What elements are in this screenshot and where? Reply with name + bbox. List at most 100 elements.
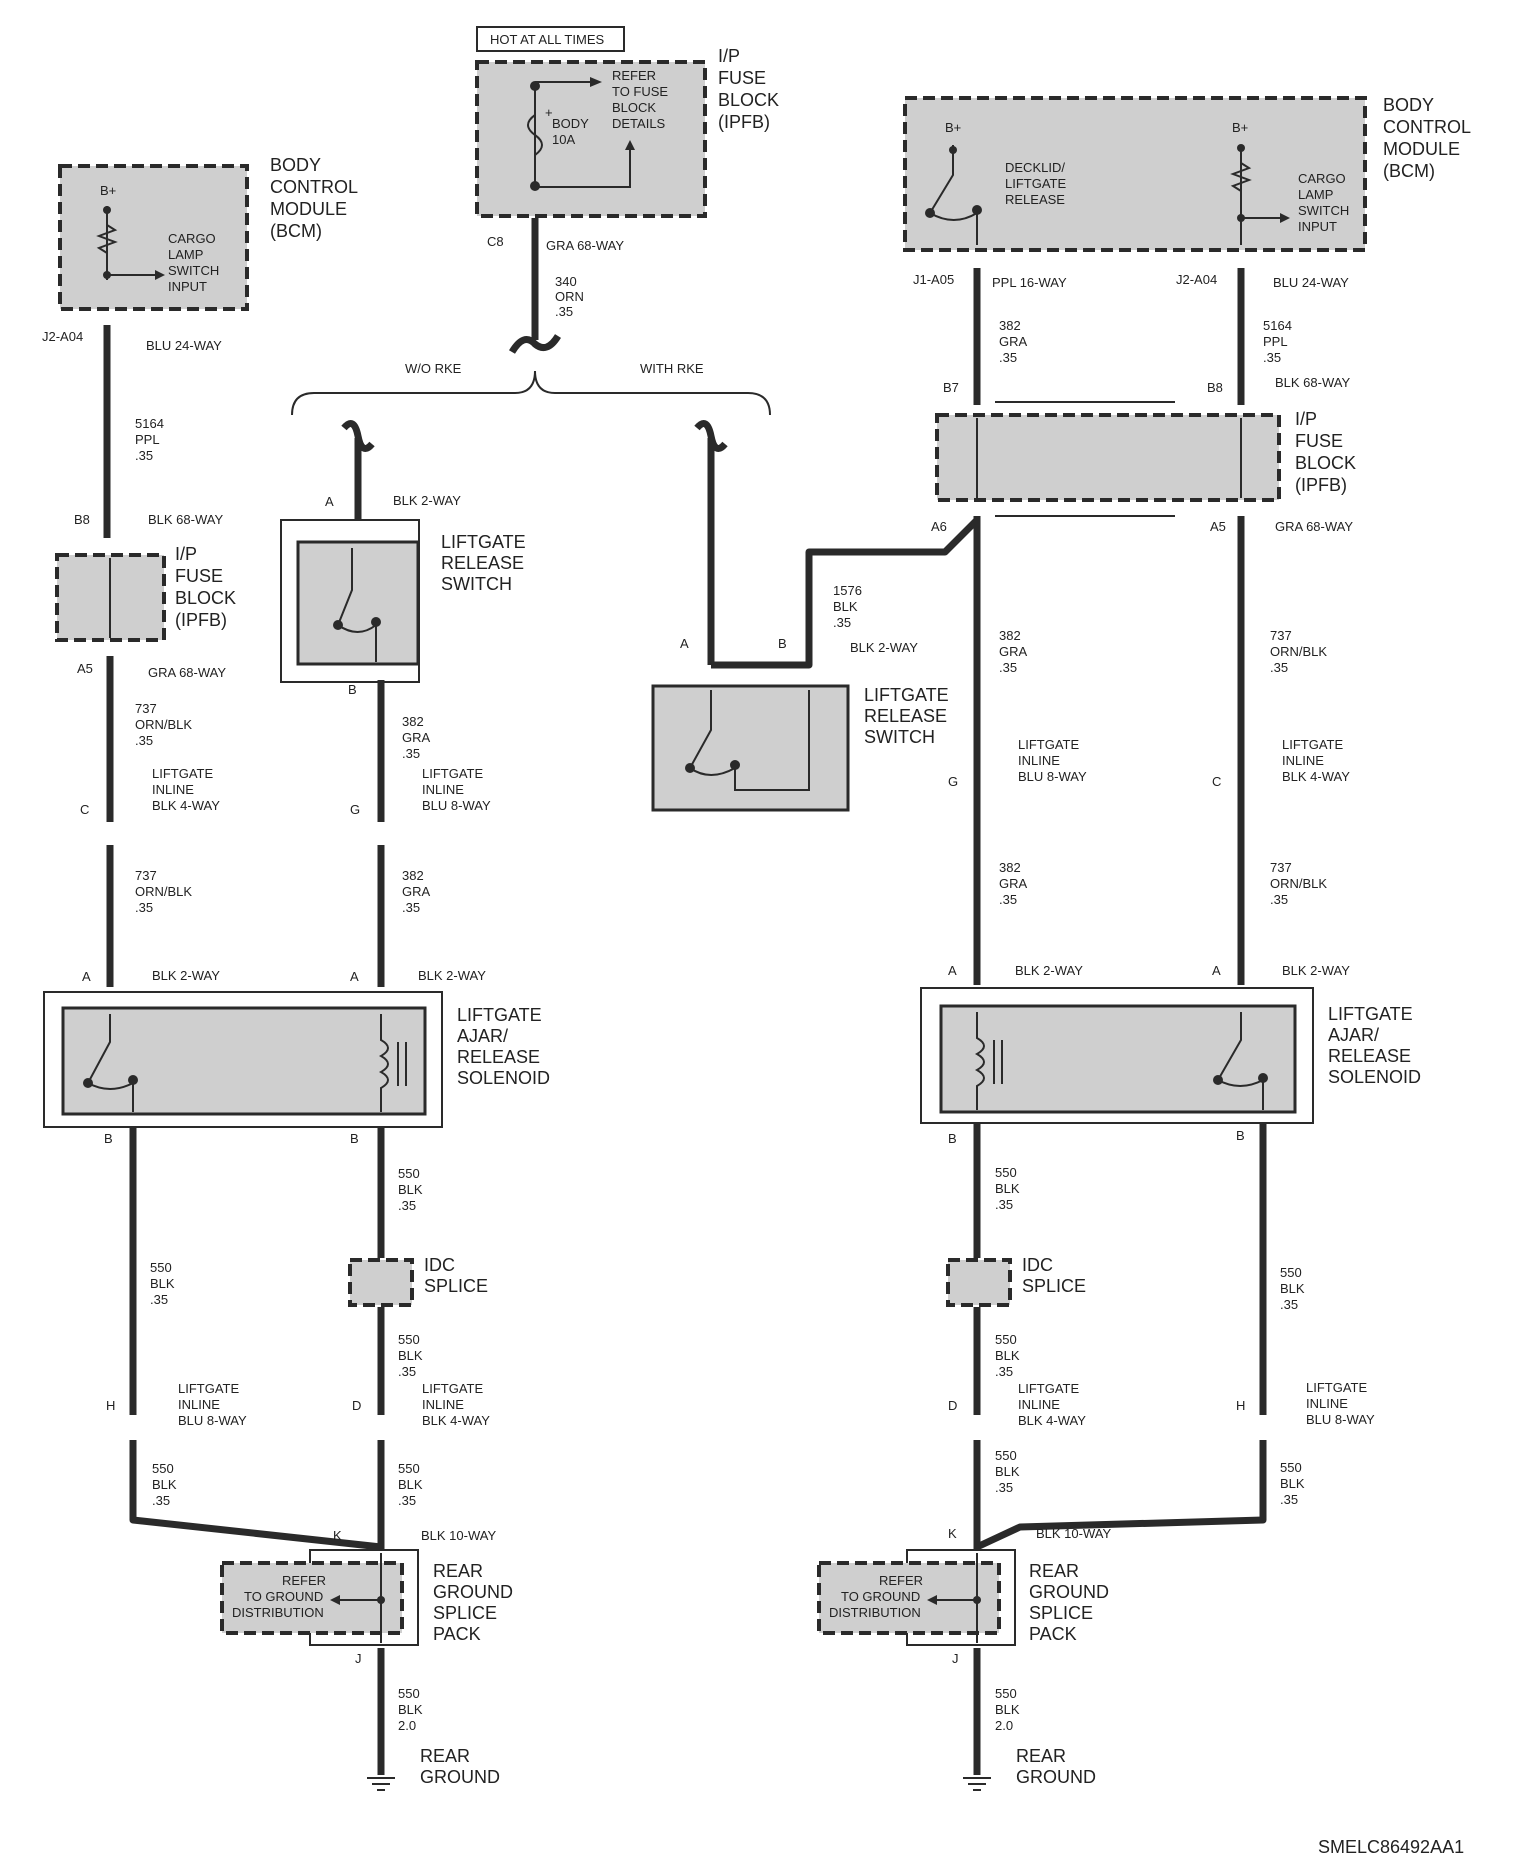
right-inline1-2: INLINE: [1018, 753, 1060, 768]
mid-550a-num: 550: [398, 1166, 420, 1181]
fuse-body: BODY: [552, 116, 589, 131]
right-550g-num: 550: [995, 1686, 1017, 1701]
right-737a-num: 737: [1270, 628, 1292, 643]
right-splice-4: PACK: [1029, 1624, 1077, 1644]
left-sol-name-3: RELEASE: [457, 1047, 540, 1067]
mid-inline1-3: BLU 8-WAY: [422, 798, 491, 813]
left-blk68: BLK 68-WAY: [148, 512, 223, 527]
bcm-right-decklid-2: LIFTGATE: [1005, 176, 1066, 191]
fuse-amps: 10A: [552, 132, 575, 147]
left-rear-ground-1: REAR: [420, 1746, 470, 1766]
bcm-right-bplus-2: B+: [1232, 120, 1248, 135]
mid-inline2-1: LIFTGATE: [422, 1381, 483, 1396]
mid-idc-1: IDC: [424, 1255, 455, 1275]
right-pin-g: G: [948, 774, 958, 789]
w340-num: 340: [555, 274, 577, 289]
mid-pin-d: D: [352, 1398, 361, 1413]
left-switch-body: [296, 540, 420, 666]
right-inline1b-1: LIFTGATE: [1282, 737, 1343, 752]
left-switch-name-1: LIFTGATE: [441, 532, 526, 552]
mid-550b-num: 550: [398, 1332, 420, 1347]
w340-size: .35: [555, 304, 573, 319]
bcm-right-name-3: MODULE: [1383, 139, 1460, 159]
top-fuse-refer-1: REFER: [612, 68, 656, 83]
right-inline2b-2: INLINE: [1306, 1396, 1348, 1411]
mid-382a-size: .35: [402, 746, 420, 761]
left-rear-ground-2: GROUND: [420, 1767, 500, 1787]
right-inline2b-3: BLU 8-WAY: [1306, 1412, 1375, 1427]
top-ipfb-2: FUSE: [718, 68, 766, 88]
left-j2a04: J2-A04: [42, 329, 83, 344]
bcm-right-cargo-2: LAMP: [1298, 187, 1333, 202]
mid-sol-pin-b: B: [350, 1131, 359, 1146]
right-j1a05: J1-A05: [913, 272, 954, 287]
right-sol-pin-b1: B: [948, 1131, 957, 1146]
right-550b-num: 550: [995, 1332, 1017, 1347]
right-pin-h: H: [1236, 1398, 1245, 1413]
right-sol-name-1: LIFTGATE: [1328, 1004, 1413, 1024]
right-refer-3: DISTRIBUTION: [829, 1605, 921, 1620]
mid-382b-size: .35: [402, 900, 420, 915]
right-5164-color: PPL: [1263, 334, 1288, 349]
right-ground-dist: [817, 1561, 1001, 1635]
left-sol-name-1: LIFTGATE: [457, 1005, 542, 1025]
left-inline1-3: BLK 4-WAY: [152, 798, 220, 813]
top-fuse-refer-2: TO FUSE: [612, 84, 668, 99]
right-382a-num: 382: [999, 318, 1021, 333]
left-550a-size: .35: [150, 1292, 168, 1307]
right-solenoid-body: [939, 1004, 1297, 1114]
right-pin-a1: A: [948, 963, 957, 978]
left-ipfb-2: FUSE: [175, 566, 223, 586]
left-5164-color: PPL: [135, 432, 160, 447]
bcm-right: [903, 96, 1367, 252]
right-inline2-3: BLK 4-WAY: [1018, 1413, 1086, 1428]
right-5164-size: .35: [1263, 350, 1281, 365]
right-inline2b-1: LIFTGATE: [1306, 1380, 1367, 1395]
right-737a-color: ORN/BLK: [1270, 644, 1327, 659]
right-737b-num: 737: [1270, 860, 1292, 875]
right-refer-1: REFER: [879, 1573, 923, 1588]
sw-left-blk2: BLK 2-WAY: [393, 493, 461, 508]
right-j2a04: J2-A04: [1176, 272, 1217, 287]
right-rear-ground-2: GROUND: [1016, 1767, 1096, 1787]
right-ipfb-2: FUSE: [1295, 431, 1343, 451]
right-pin-d: D: [948, 1398, 957, 1413]
mid-550b-color: BLK: [398, 1348, 423, 1363]
top-ipfb-3: BLOCK: [718, 90, 779, 110]
right-blu24: BLU 24-WAY: [1273, 275, 1349, 290]
left-inline2-1: LIFTGATE: [178, 1381, 239, 1396]
right-382a-size: .35: [999, 350, 1017, 365]
mid-inline2-2: INLINE: [422, 1397, 464, 1412]
bcm-left-name-2: CONTROL: [270, 177, 358, 197]
right-blk2a: BLK 2-WAY: [1015, 963, 1083, 978]
right-ipfb-4: (IPFB): [1295, 475, 1347, 495]
bcm-left-name-4: (BCM): [270, 221, 322, 241]
right-382c-num: 382: [999, 860, 1021, 875]
bcm-left-cargo-3: SWITCH: [168, 263, 219, 278]
bcm-right-cargo-3: SWITCH: [1298, 203, 1349, 218]
right-idc-2: SPLICE: [1022, 1276, 1086, 1296]
top-fuse-refer-3: BLOCK: [612, 100, 656, 115]
right-550d-color: BLK: [1280, 1281, 1305, 1296]
right-550e-color: BLK: [1280, 1476, 1305, 1491]
rke-switch-name-3: SWITCH: [864, 727, 935, 747]
mid-550c-color: BLK: [398, 1477, 423, 1492]
mid-pin-g: G: [350, 802, 360, 817]
left-blk2a: BLK 2-WAY: [152, 968, 220, 983]
bcm-right-cargo-4: INPUT: [1298, 219, 1337, 234]
left-737a-num: 737: [135, 701, 157, 716]
figure-id: SMELC86492AA1: [1318, 1837, 1464, 1857]
sw-left-pin-a: A: [325, 494, 334, 509]
mid-inline2-3: BLK 4-WAY: [422, 1413, 490, 1428]
right-b7: B7: [943, 380, 959, 395]
left-550c-color: BLK: [152, 1477, 177, 1492]
rke-switch-name-1: LIFTGATE: [864, 685, 949, 705]
bcm-right-decklid-3: RELEASE: [1005, 192, 1065, 207]
left-sol-pin-b: B: [104, 1131, 113, 1146]
bcm-left-cargo-1: CARGO: [168, 231, 216, 246]
top-fuse-block: [475, 60, 707, 218]
bcm-right-decklid-1: DECKLID/: [1005, 160, 1065, 175]
bcm-left-bplus: B+: [100, 183, 116, 198]
left-switch-name-3: SWITCH: [441, 574, 512, 594]
w1576-num: 1576: [833, 583, 862, 598]
